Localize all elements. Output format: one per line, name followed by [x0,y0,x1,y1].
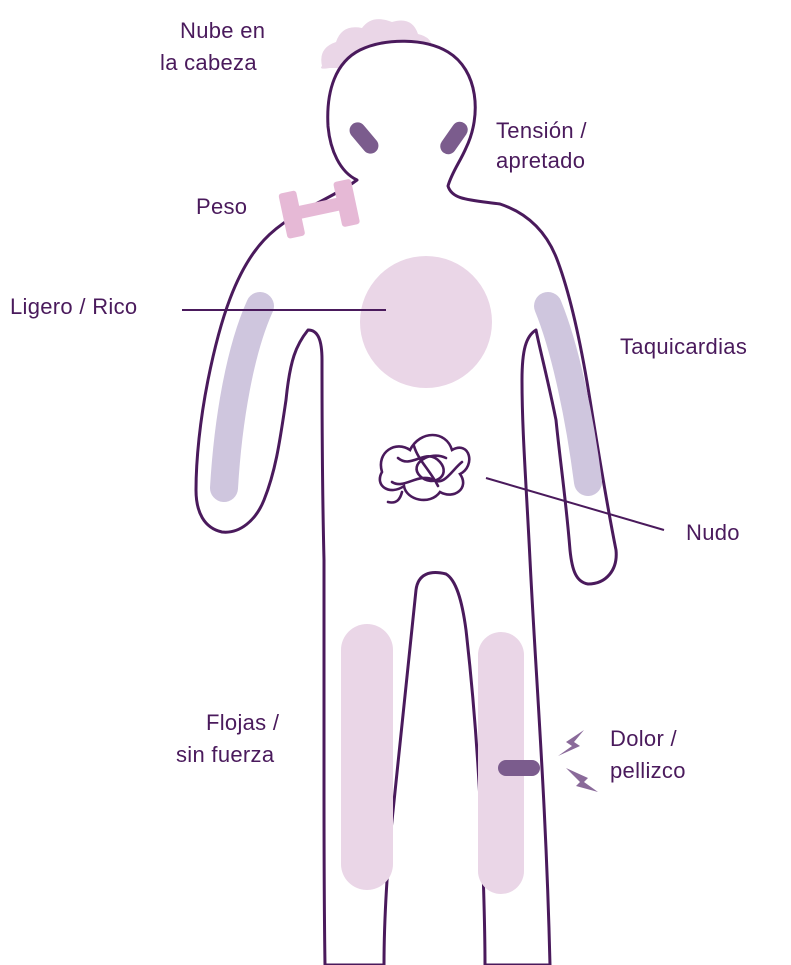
label-nube-line2: la cabeza [160,50,257,75]
label-nudo: Nudo [686,520,740,545]
label-tension-line1: Tensión / [496,118,587,143]
label-dolor-line1: Dolor / [610,726,677,751]
label-peso: Peso [196,194,247,219]
label-taquicardias: Taquicardias [620,334,747,359]
label-flojas-line1: Flojas / [206,710,280,735]
label-nube-line1: Nube en [180,18,265,43]
lightning-icon [558,730,598,792]
body-outline [196,41,616,965]
label-dolor-line2: pellizco [610,758,686,783]
label-flojas-line2: sin fuerza [176,742,275,767]
leg-band-left [341,624,393,890]
label-tension-line2: apretado [496,148,585,173]
pain-spot [498,760,540,776]
chest-circle [360,256,492,388]
label-ligero: Ligero / Rico [10,294,137,319]
